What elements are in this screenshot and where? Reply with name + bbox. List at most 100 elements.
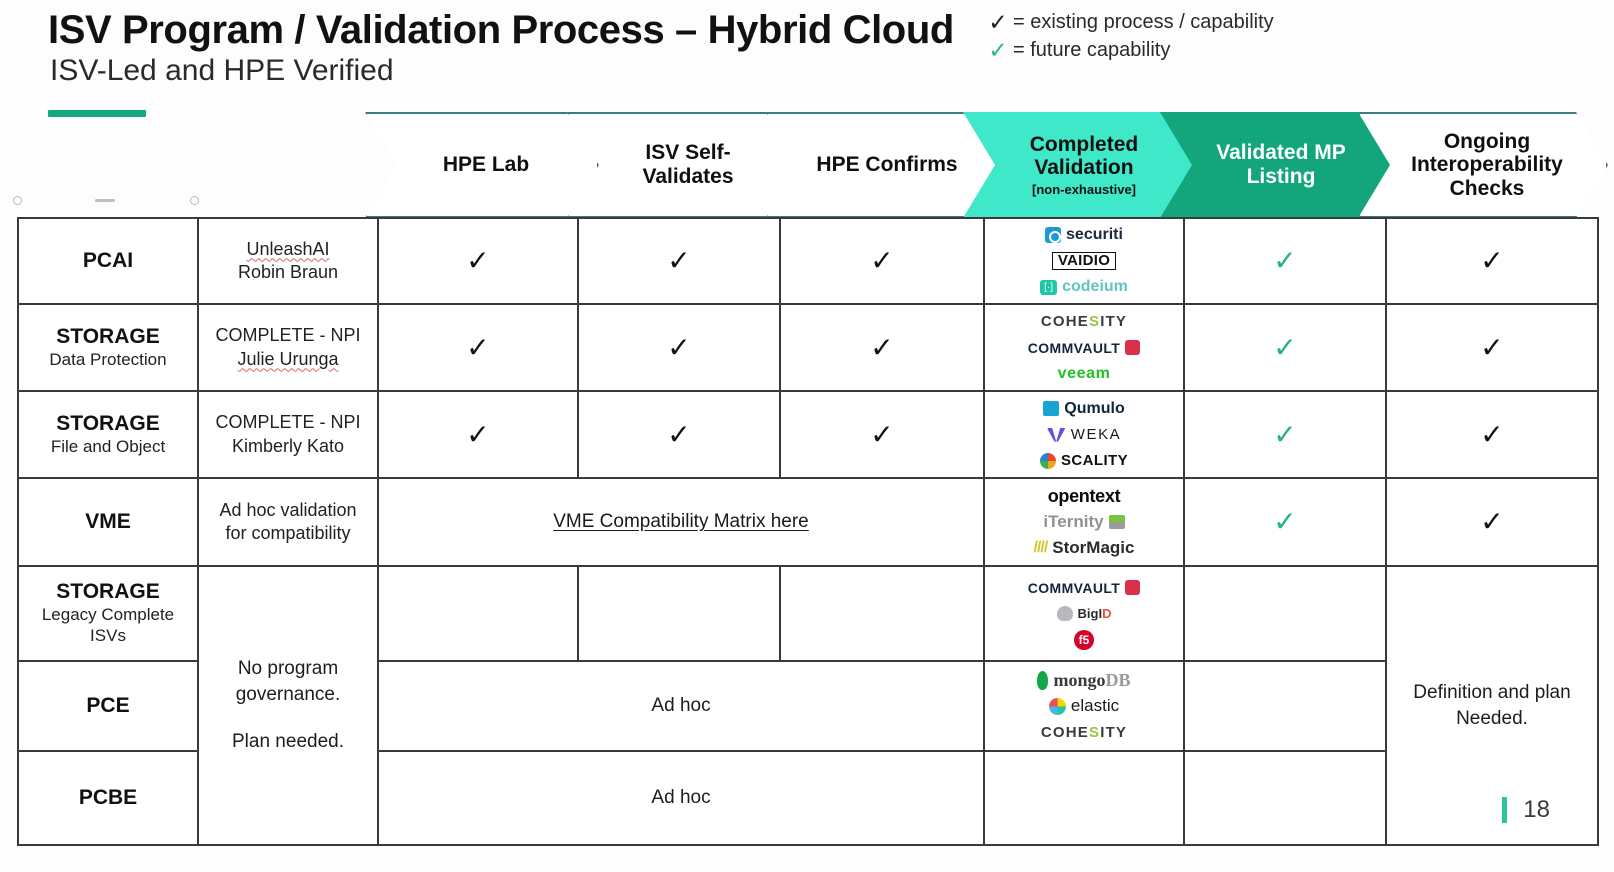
chevron-hpe-lab[interactable]: HPE Lab bbox=[365, 112, 599, 218]
check-icon: ✓ bbox=[870, 331, 894, 363]
logo-opentext: opentext bbox=[1048, 486, 1121, 506]
table-row: PCAI UnleashAI Robin Braun ✓ ✓ ✓ bbox=[17, 217, 1599, 305]
cell-category: STORAGE Legacy Complete ISVs bbox=[17, 565, 199, 662]
logo-securiti: securiti bbox=[1045, 226, 1123, 245]
chevron-label-line1: ISV Self- bbox=[645, 141, 731, 165]
logo-mongodb: mongoDB bbox=[1037, 670, 1131, 690]
logo-stack: mongoDB elastic COHESITY bbox=[989, 667, 1179, 746]
f5-icon: f5 bbox=[1074, 629, 1094, 650]
codeium-icon: [·] bbox=[1040, 279, 1058, 295]
chevron-shape bbox=[567, 112, 801, 218]
cell-owner: COMPLETE - NPI Kimberly Kato bbox=[197, 390, 379, 479]
cell-validated-mp bbox=[1183, 660, 1387, 752]
chevron-validated-mp-listing[interactable]: Validated MP Listing bbox=[1160, 112, 1394, 218]
check-icon: ✓ bbox=[870, 245, 894, 276]
chevron-isv-self-validates[interactable]: ISV Self- Validates bbox=[567, 112, 801, 218]
check-icon: ✓ bbox=[466, 331, 490, 363]
logo-label: WEKA bbox=[1070, 426, 1122, 443]
legend-item-future: ✓ = future capability bbox=[985, 36, 1274, 64]
selection-handle[interactable] bbox=[190, 196, 199, 205]
weka-icon bbox=[1046, 427, 1066, 442]
cell-completed-validation: Qumulo WEKA SCALITY bbox=[983, 390, 1185, 479]
mongodb-icon bbox=[1037, 670, 1049, 690]
elastic-icon bbox=[1048, 697, 1066, 715]
logo-stormagic: //// StorMagic bbox=[1034, 538, 1135, 558]
owner-line1: Ad hoc validation bbox=[219, 499, 357, 520]
cell-category: PCAI bbox=[17, 217, 199, 305]
check-icon: ✓ bbox=[1480, 245, 1504, 276]
category-name: PCAI bbox=[82, 248, 134, 272]
page-number: 18 bbox=[1502, 796, 1550, 824]
owner-line2: Kimberly Kato bbox=[231, 435, 345, 456]
logo-iternity: iTernity bbox=[1043, 512, 1125, 532]
logo-label: veeam bbox=[1057, 364, 1111, 382]
check-icon: ✓ bbox=[1480, 506, 1504, 537]
chevron-label-line1: Completed bbox=[1029, 132, 1139, 156]
commvault-icon bbox=[1125, 340, 1141, 355]
cell-category: STORAGE Data Protection bbox=[17, 303, 199, 392]
ongoing-note-line2: Needed. bbox=[1456, 707, 1528, 729]
cell-hpe-lab: ✓ bbox=[377, 217, 579, 305]
cell-hpe-confirms: ✓ bbox=[779, 303, 985, 392]
vme-compatibility-matrix-link[interactable]: VME Compatibility Matrix here bbox=[553, 511, 809, 532]
table-row: STORAGE Legacy Complete ISVs No program … bbox=[17, 565, 1599, 846]
logo-label: securiti bbox=[1066, 226, 1123, 243]
cell-isv-self: ✓ bbox=[577, 217, 781, 305]
cell-ongoing: ✓ bbox=[1385, 217, 1599, 305]
cell-hpe-lab bbox=[377, 565, 579, 662]
logo-commvault: COMMVAULT bbox=[1028, 338, 1141, 357]
cell-category: STORAGE File and Object bbox=[17, 390, 199, 479]
cell-hpe-lab: ✓ bbox=[377, 303, 579, 392]
chevron-shape bbox=[1358, 112, 1608, 218]
cell-validated-mp bbox=[1183, 750, 1387, 846]
cell-completed-validation: mongoDB elastic COHESITY bbox=[983, 660, 1185, 752]
table-row: VME Ad hoc validation for compatibility … bbox=[17, 477, 1599, 567]
logo-label: COHESITY bbox=[1040, 723, 1128, 741]
owner-note-line1: No program bbox=[237, 658, 339, 680]
owner-line1: COMPLETE - NPI bbox=[215, 412, 361, 433]
category-name: PCE bbox=[86, 693, 130, 717]
legend: ✓ = existing process / capability ✓ = fu… bbox=[985, 8, 1274, 64]
selection-handle[interactable] bbox=[13, 196, 22, 205]
page-title: ISV Program / Validation Process – Hybri… bbox=[48, 8, 954, 52]
logo-label: iTernity bbox=[1043, 512, 1104, 531]
logo-stack: COMMVAULT BigID f5 bbox=[989, 574, 1179, 653]
selection-handle-bar[interactable] bbox=[95, 199, 115, 202]
cell-owner: COMPLETE - NPI Julie Urunga bbox=[197, 303, 379, 392]
cell-isv-self: ✓ bbox=[577, 390, 781, 479]
logo-weka: WEKA bbox=[1046, 425, 1122, 444]
logo-label: BigID bbox=[1077, 606, 1112, 621]
cell-category: PCBE bbox=[17, 750, 199, 846]
logo-veeam: veeam bbox=[1058, 364, 1111, 383]
owner-note-line2: governance. bbox=[235, 683, 341, 705]
logo-vaidio: VAIDIO bbox=[1051, 252, 1117, 271]
logo-scality: SCALITY bbox=[1040, 451, 1128, 470]
cell-hpe-confirms: ✓ bbox=[779, 390, 985, 479]
chevron-shape bbox=[365, 112, 599, 218]
cell-ongoing: ✓ bbox=[1385, 303, 1599, 392]
page-subtitle: ISV-Led and HPE Verified bbox=[50, 54, 394, 87]
validation-matrix: PCAI UnleashAI Robin Braun ✓ ✓ ✓ bbox=[17, 217, 1599, 846]
logo-label: VAIDIO bbox=[1051, 252, 1117, 270]
iternity-icon bbox=[1108, 515, 1125, 529]
cell-hpe-lab: ✓ bbox=[377, 390, 579, 479]
logo-label: COMMVAULT bbox=[1027, 339, 1121, 356]
logo-cohesity: COHESITY bbox=[1041, 723, 1127, 742]
check-icon: ✓ bbox=[1273, 245, 1297, 276]
cell-completed-validation: opentext iTernity //// StorMagic bbox=[983, 477, 1185, 567]
cell-adhoc: Ad hoc bbox=[377, 660, 985, 752]
cell-validated-mp bbox=[1183, 565, 1387, 662]
commvault-icon bbox=[1125, 580, 1141, 595]
cell-adhoc: Ad hoc bbox=[377, 750, 985, 846]
logo-qumulo: Qumulo bbox=[1043, 399, 1125, 418]
page-number-value: 18 bbox=[1523, 796, 1550, 823]
category-name: VME bbox=[85, 509, 131, 533]
check-icon: ✓ bbox=[667, 245, 691, 276]
logo-stack: opentext iTernity //// StorMagic bbox=[989, 483, 1179, 562]
check-icon: ✓ bbox=[1480, 418, 1504, 450]
check-icon: ✓ bbox=[1273, 331, 1297, 363]
chevron-ongoing-interoperability-checks[interactable]: Ongoing Interoperability Checks bbox=[1358, 112, 1608, 218]
page-marker-bar bbox=[1502, 797, 1508, 823]
cell-vme-compatibility-link[interactable]: VME Compatibility Matrix here bbox=[377, 477, 985, 567]
check-icon: ✓ bbox=[1273, 418, 1297, 450]
